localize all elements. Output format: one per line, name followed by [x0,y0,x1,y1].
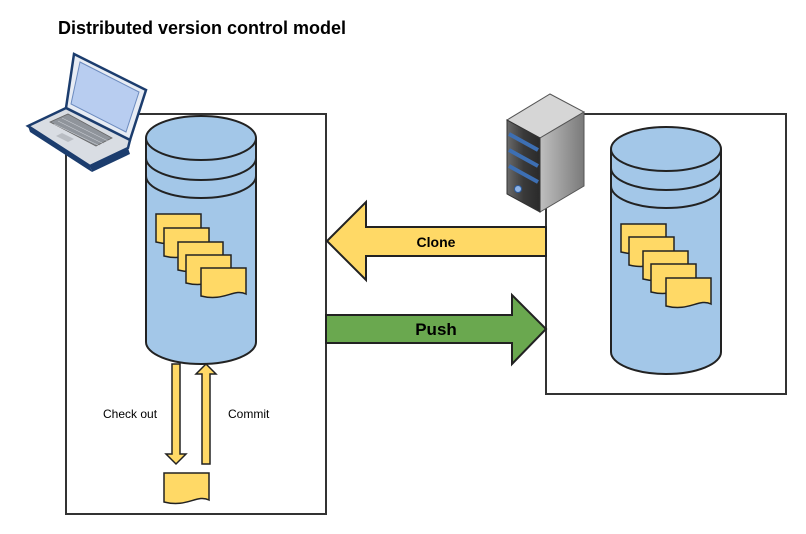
checkout-arrow [164,363,188,466]
local-document-stack [155,213,247,299]
working-copy-document [163,472,210,505]
clone-label: Clone [417,234,456,250]
commit-label: Commit [228,407,270,421]
remote-repository [610,126,722,375]
checkout-label: Check out [103,407,158,421]
diagram-title: Distributed version control model [58,18,347,38]
clone-arrow [325,199,547,283]
commit-arrow [194,362,218,465]
remote-document-stack [620,223,712,309]
server-icon [505,93,586,213]
push-arrow [325,292,548,367]
local-repository [145,115,257,365]
push-label: Push [415,320,457,339]
laptop-icon [25,52,148,172]
